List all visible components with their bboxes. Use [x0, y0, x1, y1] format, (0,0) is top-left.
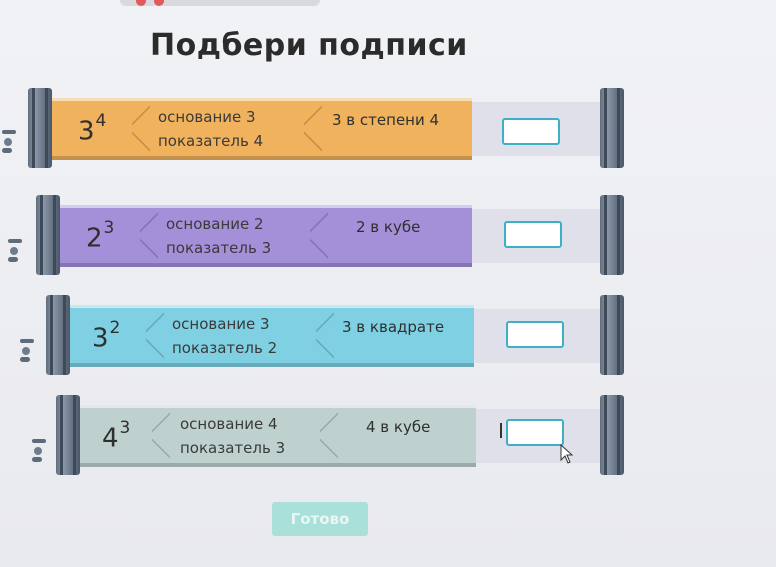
text-caret: [500, 423, 502, 438]
answer-input[interactable]: [504, 221, 562, 248]
left-rod: [36, 195, 60, 275]
phrase: 3 в степени 4: [332, 111, 440, 129]
right-rod: [600, 195, 624, 275]
answer-input[interactable]: [502, 118, 560, 145]
separator: [320, 408, 338, 463]
right-rod: [600, 395, 624, 475]
power-expression: 32: [92, 318, 121, 354]
power-expression: 34: [78, 111, 107, 147]
hook-icon: [2, 126, 24, 156]
phrase: 4 в кубе: [366, 418, 431, 436]
mouse-cursor-icon: [560, 444, 574, 464]
hook-icon: [32, 435, 54, 465]
separator: [316, 308, 334, 363]
right-rod: [600, 88, 624, 168]
separator: [310, 208, 328, 263]
window-top-controls: [120, 0, 320, 6]
left-rod: [56, 395, 80, 475]
separator: [132, 101, 150, 156]
done-button[interactable]: Готово: [272, 502, 368, 536]
phrase: 3 в квадрате: [342, 318, 445, 336]
left-rod: [46, 295, 70, 375]
separator: [146, 308, 164, 363]
hook-icon: [20, 335, 42, 365]
hook-icon: [8, 235, 30, 265]
answer-input[interactable]: [506, 419, 564, 446]
power-expression: 23: [86, 218, 115, 254]
answer-input[interactable]: [506, 321, 564, 348]
separator: [140, 208, 158, 263]
page-title: Подбери подписи: [150, 28, 468, 63]
left-rod: [28, 88, 52, 168]
power-expression: 43: [102, 418, 131, 454]
separator: [304, 101, 322, 156]
phrase: 2 в кубе: [356, 218, 421, 236]
separator: [152, 408, 170, 463]
right-rod: [600, 295, 624, 375]
